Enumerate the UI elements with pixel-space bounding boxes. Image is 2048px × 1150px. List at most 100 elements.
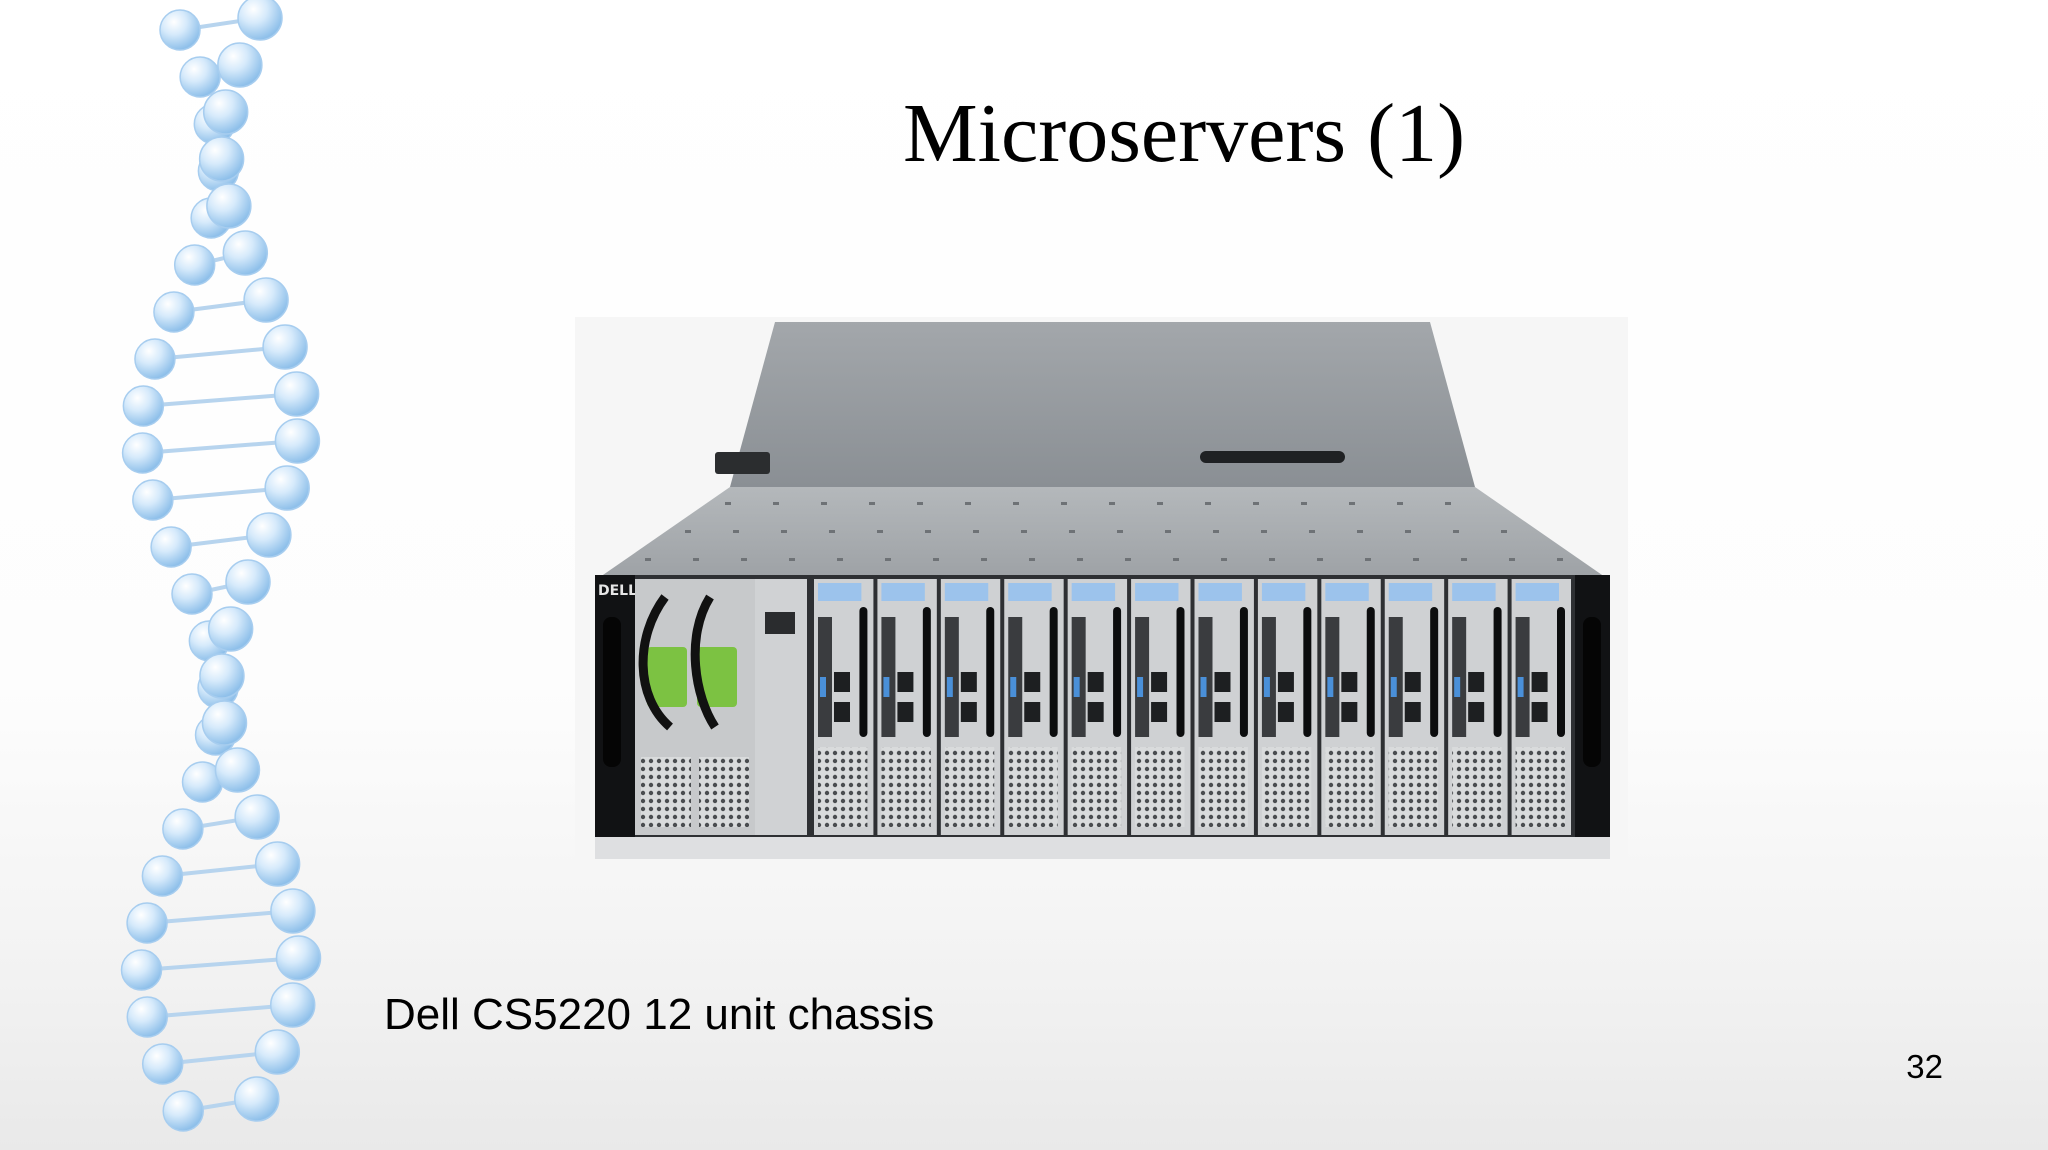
rail-rivet bbox=[1397, 502, 1403, 505]
sled-part bbox=[818, 747, 868, 827]
dna-sphere bbox=[159, 9, 201, 51]
sled-part bbox=[1325, 583, 1369, 601]
rail-rivet bbox=[917, 502, 923, 505]
rail-rivet bbox=[1261, 530, 1267, 533]
sled-part bbox=[820, 677, 826, 697]
dna-sphere bbox=[198, 136, 245, 182]
sled-part bbox=[834, 702, 850, 722]
sled-part bbox=[1261, 583, 1306, 601]
page-number: 32 bbox=[1906, 1048, 1943, 1085]
sled-part bbox=[1135, 583, 1179, 601]
dna-rung bbox=[147, 1003, 293, 1019]
rail-rivet bbox=[1461, 558, 1467, 561]
sled-part bbox=[1073, 677, 1080, 697]
sled-part bbox=[1557, 607, 1565, 737]
psu-1-fan bbox=[641, 757, 691, 827]
dna-rung bbox=[142, 439, 298, 455]
sled-part bbox=[922, 607, 931, 737]
rail-rivet bbox=[1029, 558, 1035, 561]
dna-sphere bbox=[179, 56, 221, 98]
rail-rivet bbox=[741, 558, 747, 561]
sled-part bbox=[897, 672, 914, 692]
sled-part bbox=[1430, 607, 1439, 737]
sled-part bbox=[1277, 702, 1294, 722]
sled-part bbox=[1024, 702, 1041, 722]
sled-part bbox=[1151, 702, 1168, 722]
sled-part bbox=[1452, 747, 1502, 827]
sled-part bbox=[1303, 607, 1312, 737]
sled-part bbox=[944, 583, 989, 601]
rail-rivet bbox=[933, 558, 939, 561]
rail-rivet bbox=[877, 530, 883, 533]
sled-part bbox=[1341, 672, 1358, 692]
dna-sphere bbox=[234, 1076, 280, 1122]
sled-part bbox=[1087, 672, 1104, 692]
sled-part bbox=[1176, 607, 1185, 737]
dna-sphere bbox=[246, 512, 292, 558]
rail-rivet bbox=[837, 558, 843, 561]
dna-rung bbox=[141, 956, 299, 972]
rail-rivet bbox=[1501, 530, 1507, 533]
image-caption: Dell CS5220 12 unit chassis bbox=[384, 990, 935, 1039]
rail-rivet bbox=[1301, 502, 1307, 505]
sled-part bbox=[1515, 747, 1565, 827]
sled-part bbox=[1071, 747, 1122, 827]
dna-sphere bbox=[173, 244, 216, 286]
psu-2-connector bbox=[697, 647, 737, 707]
sled-part bbox=[1327, 677, 1334, 697]
sled-part bbox=[1071, 583, 1116, 601]
rail-rivet bbox=[693, 558, 699, 561]
sled-part bbox=[1468, 672, 1485, 692]
dna-sphere bbox=[214, 747, 261, 793]
sled-part bbox=[1277, 672, 1294, 692]
rail-rivet bbox=[1165, 530, 1171, 533]
sled-part bbox=[1531, 672, 1548, 692]
rail-rivet bbox=[1109, 502, 1115, 505]
rail-rivet bbox=[925, 530, 931, 533]
rail-rivet bbox=[1213, 530, 1219, 533]
rail-rivet bbox=[685, 530, 691, 533]
sled-part bbox=[1008, 747, 1058, 827]
rail-rivet bbox=[1309, 530, 1315, 533]
rail-rivet bbox=[1445, 502, 1451, 505]
dna-sphere bbox=[134, 338, 176, 380]
rail-rivet bbox=[1317, 558, 1323, 561]
rail-rivet bbox=[1253, 502, 1259, 505]
server-sled bbox=[877, 579, 937, 835]
sled-part bbox=[1200, 677, 1207, 697]
server-sled bbox=[1004, 579, 1064, 835]
server-chassis-photo: DELL bbox=[575, 317, 1628, 862]
rail-rivet bbox=[781, 530, 787, 533]
rail-rivet bbox=[1069, 530, 1075, 533]
sled-part bbox=[1198, 747, 1248, 827]
reflection bbox=[595, 837, 1610, 859]
sled-part bbox=[881, 583, 925, 601]
rail-rivet bbox=[1125, 558, 1131, 561]
rail-rivet bbox=[1269, 558, 1275, 561]
lid-handle bbox=[1200, 451, 1345, 463]
dna-sphere bbox=[237, 0, 283, 41]
sled-part bbox=[1261, 747, 1312, 827]
sled-bays bbox=[814, 579, 1571, 835]
rail-rivet bbox=[1557, 558, 1563, 561]
sled-part bbox=[1468, 702, 1485, 722]
dna-sphere bbox=[207, 606, 254, 652]
sled-part bbox=[1493, 607, 1502, 737]
dna-sphere bbox=[141, 855, 184, 897]
sled-part bbox=[1263, 677, 1270, 697]
rail-rivet bbox=[1205, 502, 1211, 505]
rail-rivet bbox=[1349, 502, 1355, 505]
dna-sphere bbox=[270, 888, 316, 934]
sled-part bbox=[946, 677, 953, 697]
right-handle bbox=[1583, 617, 1601, 767]
dna-sphere bbox=[264, 465, 310, 511]
sled-part bbox=[1049, 607, 1058, 737]
dna-sphere bbox=[273, 371, 320, 417]
rail-rivet bbox=[1221, 558, 1227, 561]
slide-title: Microservers (1) bbox=[902, 87, 1466, 180]
sled-part bbox=[1390, 677, 1397, 697]
dna-sphere bbox=[150, 526, 192, 568]
sled-part bbox=[1113, 607, 1122, 737]
sled-part bbox=[834, 672, 850, 692]
